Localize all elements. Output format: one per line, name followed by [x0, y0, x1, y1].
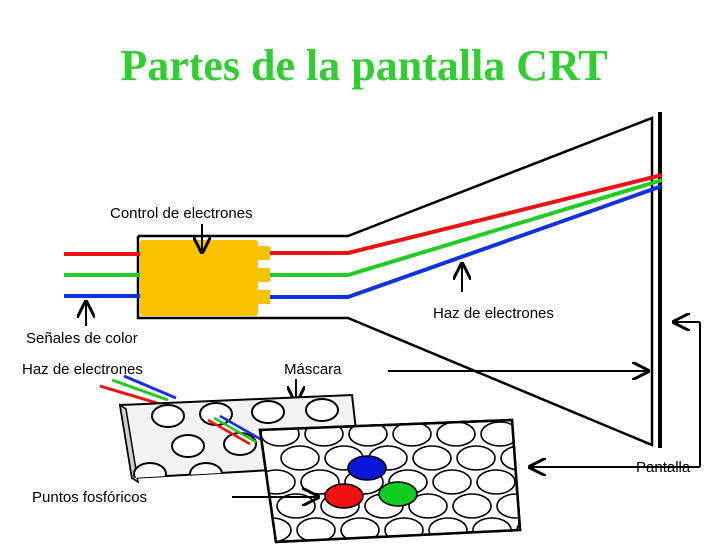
phosphor-dot	[516, 517, 520, 542]
control-block	[140, 240, 270, 316]
screen-label: Pantalla	[636, 459, 691, 476]
signals-label: Señales de color	[26, 330, 138, 347]
blue-phosphor-dot	[347, 455, 387, 481]
control-label: Control de electrones	[110, 205, 253, 222]
phosphor-dot	[701, 422, 728, 446]
phosphor-dot	[432, 469, 472, 495]
phosphor-dot	[260, 469, 296, 495]
phosphor-dot	[657, 422, 695, 446]
phosphor-dot	[717, 494, 728, 518]
beam-label: Haz de electrones	[433, 305, 554, 322]
phosphor-dot	[605, 518, 643, 542]
phosphor-dot	[496, 493, 520, 519]
phosphor-dot	[541, 494, 579, 518]
phosphor-dot	[452, 493, 492, 519]
phosphor-dot	[408, 493, 448, 519]
screen-glass	[651, 112, 662, 448]
phosphor-dot	[629, 494, 667, 518]
phosphor-dot	[412, 445, 452, 471]
phosphor-dot	[436, 421, 476, 447]
green-electron-beam	[270, 178, 663, 277]
phosphor-dot	[697, 470, 728, 494]
phosphor-dot	[525, 422, 563, 446]
phosphor-plate	[258, 418, 728, 544]
electron-beams	[270, 173, 663, 299]
phosphor-dot	[649, 518, 687, 542]
phosphor-dot	[565, 470, 603, 494]
page-title: Partes de la pantalla CRT	[120, 41, 608, 90]
phosphor-dot	[561, 518, 599, 542]
phosphor-dot	[280, 445, 320, 471]
phosphor-dot	[296, 517, 336, 542]
red-electron-beam	[270, 173, 663, 255]
phosphor-dot	[569, 422, 607, 446]
signal-wires	[64, 252, 140, 298]
phosphor-dot	[500, 445, 520, 471]
phosphor-dot	[721, 446, 728, 470]
mask-beams	[207, 414, 263, 446]
mask-label: Máscara	[284, 361, 342, 378]
phosphor-dot	[340, 517, 380, 542]
phosphor-dot	[384, 517, 424, 542]
phosphor-dot	[476, 469, 516, 495]
phosphor-dot	[521, 470, 559, 494]
red-phosphor-dot	[324, 483, 364, 509]
phosphor-dot	[673, 494, 711, 518]
small-beams	[99, 374, 177, 406]
phosphor-dot	[456, 445, 496, 471]
green-phosphor-dot	[378, 481, 418, 507]
phosphor-dot	[585, 494, 623, 518]
phosphor-dot	[428, 517, 468, 542]
phosphor-label: Puntos fosfóricos	[32, 489, 147, 506]
blue-electron-beam	[270, 184, 663, 299]
beam-left-label: Haz de electrones	[22, 361, 143, 378]
phosphor-dot	[693, 518, 728, 542]
